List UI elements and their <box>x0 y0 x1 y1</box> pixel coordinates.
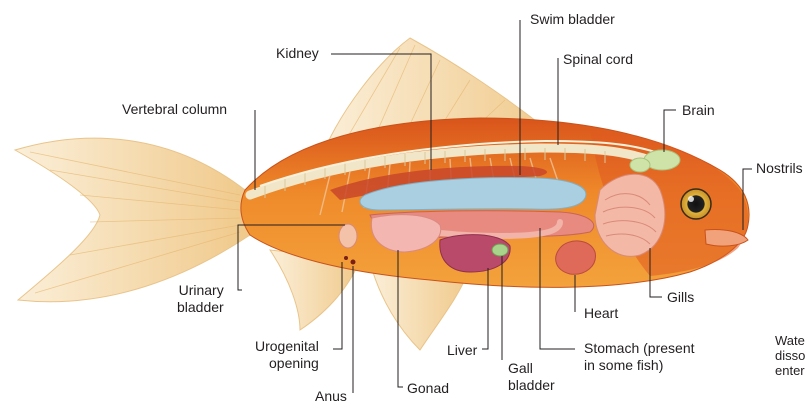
label-heart: Heart <box>584 305 618 322</box>
heart-shape <box>556 241 596 274</box>
gills-shape <box>595 174 665 256</box>
label-urinary-bladder: Urinary bladder <box>177 282 224 316</box>
gall-bladder-shape <box>492 244 508 256</box>
label-gonad: Gonad <box>407 380 449 397</box>
eye-shape <box>681 189 711 219</box>
label-gall-bladder: Gall bladder <box>508 360 555 394</box>
label-liver: Liver <box>447 342 477 359</box>
label-swim-bladder: Swim bladder <box>530 11 615 28</box>
urinary-bladder-shape <box>339 224 357 248</box>
label-gills: Gills <box>667 289 694 306</box>
label-spinal-cord: Spinal cord <box>563 51 633 68</box>
label-vertebral-column: Vertebral column <box>122 101 227 118</box>
label-brain: Brain <box>682 102 715 119</box>
side-note-text: Wate disso enter <box>775 333 805 378</box>
label-urogenital-opening: Urogenital opening <box>255 338 319 372</box>
label-anus: Anus <box>315 388 347 405</box>
label-stomach: Stomach (present in some fish) <box>584 340 695 374</box>
label-nostrils: Nostrils <box>756 160 803 177</box>
label-kidney: Kidney <box>276 45 319 62</box>
caudal-fin <box>15 138 250 302</box>
